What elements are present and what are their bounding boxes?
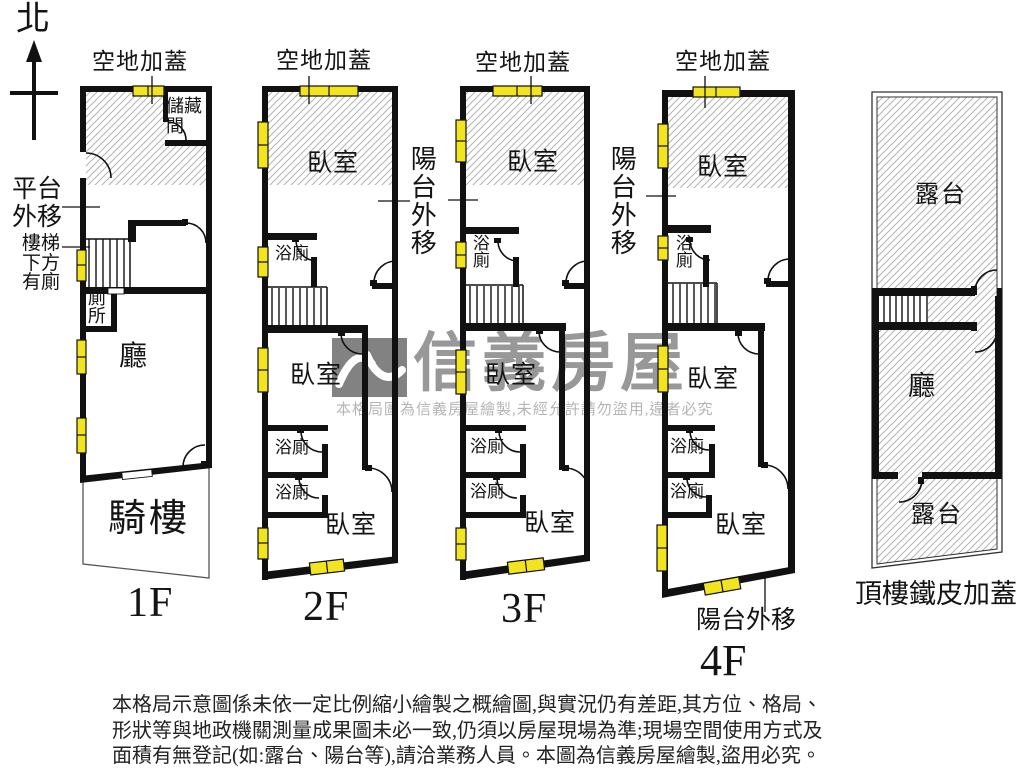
note-balcony-2f-3f: 陽台外移 xyxy=(407,145,437,257)
stairs-roof xyxy=(883,296,928,322)
door-arc xyxy=(85,152,112,179)
floor-label-4f: 4F xyxy=(700,636,747,685)
hatch-front-area xyxy=(268,92,392,185)
floor-plan-2f xyxy=(257,76,410,580)
north-arrow-icon xyxy=(10,40,58,140)
room-label-terrace-top-roof: 露台 xyxy=(915,182,967,208)
room-label-bath-lower-4f: 浴廁 xyxy=(670,482,704,501)
window-marker xyxy=(257,85,359,576)
room-label-hall-roof: 廳 xyxy=(908,371,935,401)
disclaimer-line-2: 形狀等與地政機關測量成果圖未必一致,仍須以房屋現場為準;現場空間使用方式及 xyxy=(112,719,823,742)
floor-plan-roof xyxy=(871,91,1003,569)
door-arc xyxy=(497,240,519,262)
disclaimer-line-1: 本格局示意圖係未依一定比例縮小繪製之概繪圖,與實況仍有差距,其方位、格局、 xyxy=(112,694,822,716)
room-label-bath-upper-3f: 浴廁 xyxy=(470,437,504,456)
room-label-bedroom-mid-3f: 臥室 xyxy=(485,362,538,389)
room-label-bath-front-4f: 浴廁 xyxy=(672,234,692,268)
north-label: 北 xyxy=(16,1,50,38)
room-label-bath-front-3f: 浴廁 xyxy=(469,234,489,268)
roof-inner-outline xyxy=(876,96,998,565)
floor-plan-4f xyxy=(646,76,795,612)
disclaimer-line-3: 面積有無登記(如:露台、陽台等),請洽業務人員。本圖為信義房屋繪製,盜用必究。 xyxy=(112,745,821,767)
room-label-bath-upper-4f: 浴廁 xyxy=(670,437,704,456)
room-label-bedroom-front-4f: 臥室 xyxy=(697,154,750,181)
door-arc xyxy=(367,467,393,493)
door-arc xyxy=(767,258,791,282)
threshold xyxy=(121,468,153,481)
floor-label-1f: 1F xyxy=(127,580,174,626)
stairs-1f xyxy=(82,238,131,287)
door-arc xyxy=(737,332,760,355)
hatch-front-area xyxy=(466,92,584,185)
door-arc xyxy=(496,477,518,499)
door-arc xyxy=(689,239,711,261)
door-arc xyxy=(373,260,397,284)
note-open-area-3f: 空地加蓋 xyxy=(475,50,571,75)
note-balcony-4f: 陽台外移 xyxy=(607,145,637,257)
door-arc xyxy=(686,477,707,498)
room-label-terrace-bottom-roof: 露台 xyxy=(911,502,963,528)
room-label-bedroom-rear-3f: 臥室 xyxy=(524,510,577,537)
room-label-bedroom-mid-2f: 臥室 xyxy=(290,362,343,389)
door-arc xyxy=(340,332,363,355)
note-stairs-toilet-1f: 樓梯下方有廁 xyxy=(22,233,61,293)
floor-label-3f: 3F xyxy=(501,586,548,632)
door-arc xyxy=(974,329,998,353)
room-label-bedroom-mid-4f: 臥室 xyxy=(687,366,740,393)
floor-label-roof: 頂樓鐵皮加蓋 xyxy=(855,579,1017,609)
door-arc xyxy=(538,330,561,353)
room-label-arcade-1f: 騎樓 xyxy=(108,498,191,540)
window-marker xyxy=(656,86,742,596)
door-arc xyxy=(689,430,710,451)
room-label-bedroom-rear-4f: 臥室 xyxy=(715,512,768,539)
room-label-bedroom-front-2f: 臥室 xyxy=(307,150,360,177)
note-open-area-1f: 空地加蓋 xyxy=(92,49,188,74)
room-label-bath-upper-2f: 浴廁 xyxy=(275,438,309,457)
floor-label-2f: 2F xyxy=(303,584,350,630)
brand-watermark-notice: 本格局圖為信義房屋繪製,未經允許請勿盜用,違者必究 xyxy=(336,402,714,418)
note-platform-1f: 平台外移 xyxy=(12,176,63,231)
room-label-toilet-1f: 廁所 xyxy=(85,288,106,324)
room-label-bedroom-front-3f: 臥室 xyxy=(507,149,560,176)
door-arc xyxy=(298,477,320,499)
disclaimer: 本格局示意圖係未依一定比例縮小繪製之概繪圖,與實況仍有差距,其方位、格局、 形狀… xyxy=(112,693,924,768)
window-marker xyxy=(76,85,165,454)
door-arc xyxy=(763,464,789,490)
door-arc xyxy=(185,222,207,244)
hatch-front-area xyxy=(668,97,788,188)
threshold xyxy=(107,287,125,295)
door-arc xyxy=(300,430,323,453)
floor-plan-3f xyxy=(448,76,590,580)
stairs-3f xyxy=(466,284,524,323)
door-arc xyxy=(182,444,206,468)
door-arc xyxy=(565,260,589,284)
window-marker xyxy=(455,85,546,575)
room-label-storage-1f: 儲藏間 xyxy=(166,96,202,136)
room-label-bath-lower-3f: 浴廁 xyxy=(470,482,504,501)
note-open-area-4f: 空地加蓋 xyxy=(675,49,771,74)
stairs-4f xyxy=(668,282,718,323)
room-label-bath-lower-2f: 浴廁 xyxy=(275,483,309,502)
room-label-living-1f: 廳 xyxy=(119,341,148,372)
door-arc xyxy=(295,239,318,262)
room-label-bedroom-rear-2f: 臥室 xyxy=(325,512,378,539)
floor-plan-1f xyxy=(62,76,212,579)
note-open-area-2f: 空地加蓋 xyxy=(276,48,372,73)
note-balcony-bottom-4f: 陽台外移 xyxy=(696,607,797,634)
room-label-bath-front-2f: 浴廁 xyxy=(275,244,309,263)
door-arc xyxy=(167,121,187,141)
stairs-2f xyxy=(264,286,328,325)
door-arc xyxy=(498,430,521,453)
